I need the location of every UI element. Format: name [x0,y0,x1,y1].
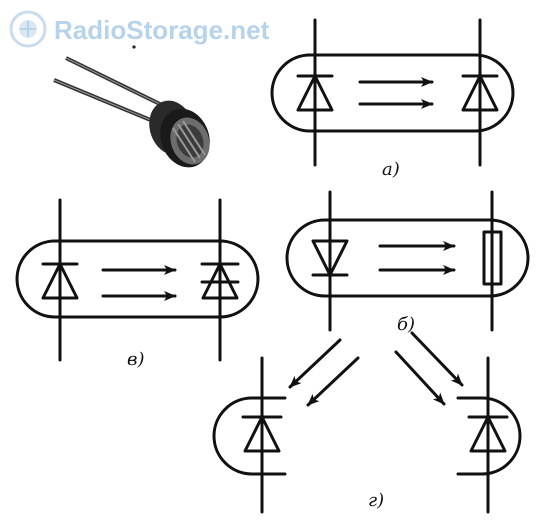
photothyristor-icon [200,262,240,300]
led-icon [296,74,334,112]
label-g: г) [368,490,384,511]
enclosure-b [285,218,530,298]
diagram-a: а) [270,18,515,180]
photodiode-icon [467,415,509,453]
light-arrow-icon [101,265,177,301]
photodiode-icon [461,74,499,112]
watermark-logo: RadioStorage.net [9,10,270,48]
label-a: а) [382,159,400,180]
photoresistor-icon [482,230,503,286]
enclosure-g-left [212,396,287,476]
diagram-b: б) [285,190,530,335]
radio-logo-icon [9,10,47,48]
enclosure-g-right [456,396,522,476]
light-arrow-icon [358,77,434,109]
enclosure-a [270,53,515,133]
diagram-g: г) [212,331,522,514]
led-icon [311,239,349,277]
light-arrow-icon [288,331,464,407]
watermark-text: RadioStorage.net [54,15,270,45]
photodiode-icon [241,415,283,453]
photo-component-image [53,45,210,168]
label-b: б) [397,314,415,335]
light-arrow-icon [378,241,456,275]
led-icon [41,262,79,300]
label-v: в) [127,349,145,370]
diagram-v: в) [15,198,260,370]
